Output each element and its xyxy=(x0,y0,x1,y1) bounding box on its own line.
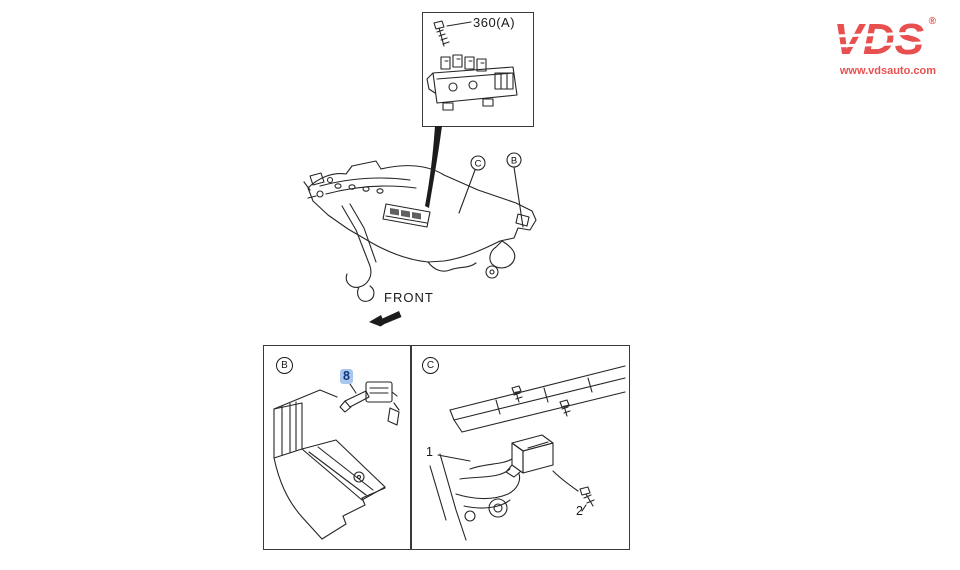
registered-mark: ® xyxy=(928,16,936,27)
front-label: FRONT xyxy=(384,290,434,305)
front-arrow-icon xyxy=(369,311,402,327)
detail-inset-box: 360(A) xyxy=(422,12,534,127)
panel-divider xyxy=(410,346,412,549)
vds-logo: VDS ® www.vdsauto.com xyxy=(827,15,936,77)
part-callout-1[interactable]: 1 xyxy=(426,445,433,459)
part-callout-8[interactable]: 8 xyxy=(340,369,353,384)
part-callout-2[interactable]: 2 xyxy=(576,504,583,518)
callout-b-letter: B xyxy=(511,156,517,167)
mounting-bolt-icon xyxy=(552,470,595,512)
callout-c: C xyxy=(458,155,486,214)
vds-brand-text: VDS xyxy=(833,15,924,64)
bolt-icon xyxy=(433,20,450,47)
callout-b: B xyxy=(506,152,524,228)
detail-panels: B C 8 1 2 xyxy=(263,345,630,550)
vds-url-link[interactable]: www.vdsauto.com xyxy=(839,65,936,77)
chassis-drawing xyxy=(303,160,537,302)
firewall-drawing xyxy=(273,389,386,540)
panel-b-letter: B xyxy=(276,357,293,374)
inset-leader-line xyxy=(425,126,442,208)
panel-b-drawing xyxy=(273,380,400,540)
vds-logo-row: VDS ® xyxy=(827,15,936,64)
engine-part-drawing xyxy=(426,54,518,111)
panel-c-letter: C xyxy=(422,357,439,374)
chassis-diagram: C B xyxy=(303,126,537,302)
engine-bay-drawing xyxy=(429,365,626,541)
callout-c-letter: C xyxy=(475,159,482,170)
inset-part-drawing xyxy=(426,20,518,111)
panel-c-drawing xyxy=(429,365,626,541)
label-leader-line xyxy=(446,21,472,27)
part-label-360A: 360(A) xyxy=(473,15,516,30)
relay-and-bracket-drawing xyxy=(339,380,400,426)
